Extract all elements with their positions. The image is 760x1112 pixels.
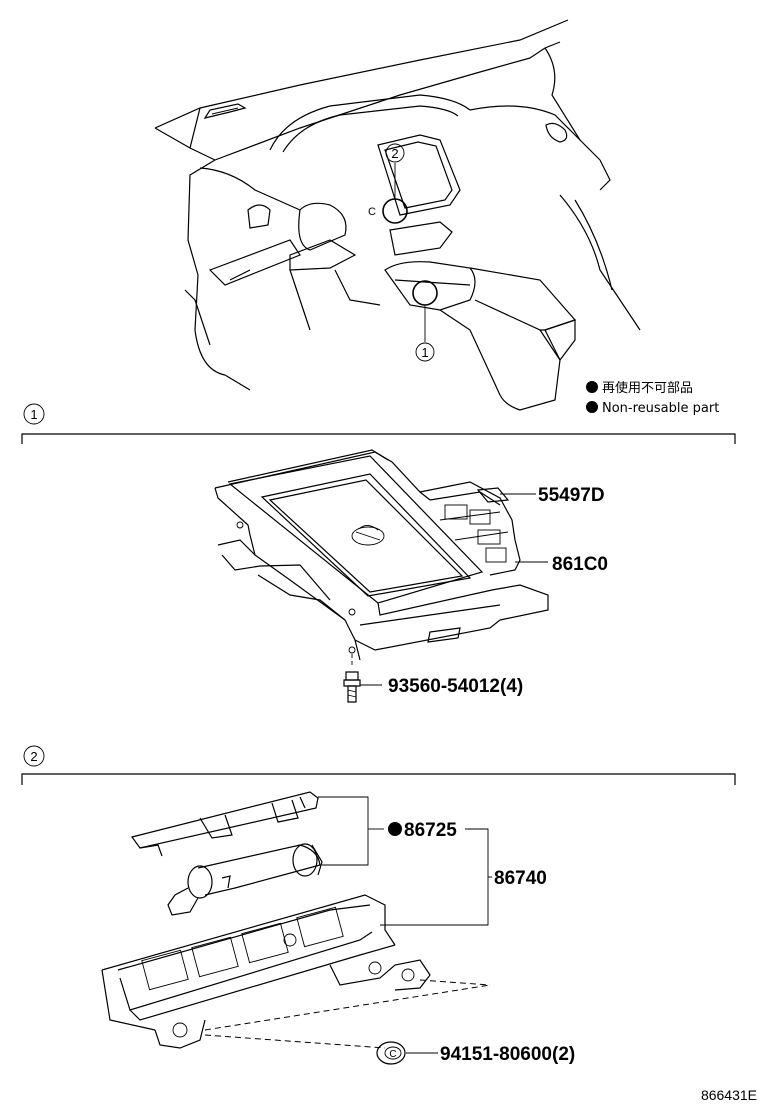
section-1-bracket (21, 433, 736, 444)
part-label-86740: 86740 (494, 868, 547, 889)
part-label-93560-54012: 93560-54012(4) (388, 676, 523, 697)
overview-clip-letter: C (368, 206, 376, 218)
part-label-861C0: 861C0 (552, 554, 608, 575)
section-1-marker (23, 403, 45, 425)
section-2-number: 2 (30, 749, 37, 764)
wireless-charger-unit-illustration (214, 449, 549, 703)
non-reusable-dot-icon-en (586, 401, 598, 413)
legend (586, 381, 598, 413)
dashboard-overview-illustration (154, 19, 641, 411)
overview-callout-2-number: 2 (391, 146, 398, 161)
legend-non-reusable-jp: 再使用不可部品 (602, 380, 693, 396)
clip-letter: C (389, 1049, 396, 1060)
overview-callout-1-number: 1 (421, 345, 428, 360)
part-label-94151-80600: 94151-80600(2) (440, 1044, 575, 1065)
non-reusable-dot-icon (586, 381, 598, 393)
part-label-55497D: 55497D (538, 485, 605, 506)
charger-module-illustration (101, 791, 492, 1065)
legend-non-reusable-en: Non-reusable part (602, 401, 719, 416)
section-2-marker (23, 745, 45, 767)
section-2-bracket (21, 773, 736, 785)
part-label-86725: 86725 (404, 820, 457, 841)
non-reusable-marker-icon (388, 822, 402, 836)
figure-id: 866431E (701, 1087, 757, 1103)
section-1-number: 1 (30, 407, 37, 422)
